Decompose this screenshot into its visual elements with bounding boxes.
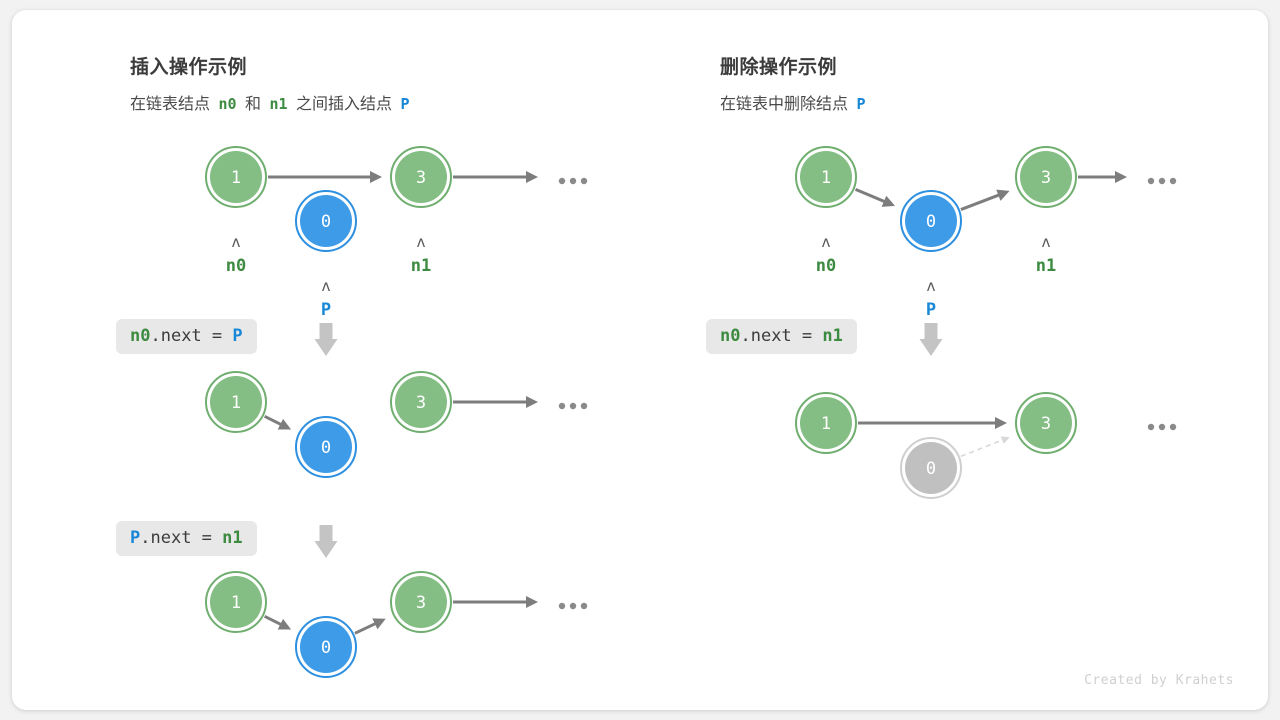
code-label-insert-2: P.next = n1 [116,521,257,556]
step-insert-1: 1 0 3 [205,323,588,478]
edge-delete-0-1-shaft [960,192,1004,211]
node-value: 1 [821,414,831,434]
diagram-card: 插入操作示例 在链表结点 n0 和 n1 之间插入结点 P 删除操作示例 在链表… [12,10,1268,710]
node-value: 1 [231,393,241,413]
edge-insert-2-0-head [277,618,292,630]
node-0: 0 [295,616,357,678]
step-down-arrow-icon [919,323,943,356]
node-3: 3 [390,371,452,433]
edge-insert-2-2-head [526,596,538,608]
code-token: n1 [822,326,843,346]
pointer-label-n1: n1 [1036,256,1056,276]
pointer-caret-icon: ʌ [321,277,330,295]
code-token: P [130,528,141,548]
pointer-caret-icon: ʌ [416,233,425,251]
subtitle-text: 在链表结点 [130,96,211,113]
node-value: 3 [416,168,426,188]
code-label-insert-1: n0.next = P [116,319,257,354]
node-value: 3 [416,593,426,613]
node-value: 0 [321,212,331,232]
code-label-delete-1: n0.next = n1 [706,319,857,354]
node-value: 1 [821,168,831,188]
node-3: 3 [390,571,452,633]
node-1: 1 [205,571,267,633]
node-0: 0 [295,190,357,252]
edge-delete-1-1-shaft [960,439,1004,458]
node-0-deleted: 0 [900,437,962,499]
node-value: 0 [926,459,936,479]
panel-delete-title: 删除操作示例 [720,57,838,78]
panel-delete: 删除操作示例 在链表中删除结点 P [602,10,1268,710]
edge-insert-1-1-head [526,396,538,408]
node-value: 0 [926,212,936,232]
edge-insert-1-0-head [277,418,292,430]
node-value: 1 [231,168,241,188]
pointer-caret-icon: ʌ [1041,233,1050,251]
step-down-arrow-icon [314,525,338,558]
pointer-label-P: P [926,300,936,320]
subtitle-text: 在链表中删除结点 [720,96,849,113]
node-value: 0 [321,638,331,658]
node-value: 1 [231,593,241,613]
panel-delete-subtitle: 在链表中删除结点 P [720,90,870,114]
node-1: 1 [205,146,267,208]
subtitle-text: 之间插入结点 [295,96,392,113]
pointer-label-n0: n0 [226,256,246,276]
ellipsis-icon [1147,177,1177,185]
edge-delete-0-2-head [1115,171,1127,183]
node-value: 0 [321,438,331,458]
node-1: 1 [795,392,857,454]
node-1: 1 [795,146,857,208]
edge-delete-0-0-shaft [854,187,890,205]
node-value: 3 [1041,414,1051,434]
node-3: 3 [1015,146,1077,208]
subtitle-token-n0: n0 [218,95,237,113]
step-insert-2: 1 0 3 [205,525,588,678]
node-1: 1 [205,371,267,433]
edge-delete-0-0-head [881,195,896,207]
ellipsis-icon [1147,423,1177,431]
panel-insert-title: 插入操作示例 [130,57,248,78]
code-token: P [232,326,243,346]
credit-text: Created by Krahets [1084,673,1234,688]
subtitle-text: 和 [244,96,261,113]
subtitle-token-P: P [856,95,866,113]
node-0: 0 [295,416,357,478]
pointer-label-n1: n1 [411,256,431,276]
node-value: 3 [416,393,426,413]
panel-insert-subtitle: 在链表结点 n0 和 n1 之间插入结点 P [130,90,413,114]
code-token: n1 [222,528,243,548]
subtitle-token-P: P [400,95,410,113]
edge-delete-1-1-head [1000,436,1010,444]
code-token: .next = [150,326,233,346]
edge-insert-0-0-head [370,171,382,183]
node-3: 3 [390,146,452,208]
panel-insert: 插入操作示例 在链表结点 n0 和 n1 之间插入结点 P [12,10,640,710]
pointer-label-P: P [321,300,331,320]
pointer-caret-icon: ʌ [821,233,830,251]
pointer-caret-icon: ʌ [231,233,240,251]
edge-insert-0-1-head [526,171,538,183]
edge-delete-1-0-head [995,417,1007,429]
node-3: 3 [1015,392,1077,454]
node-0: 0 [900,190,962,252]
code-token: .next = [740,326,823,346]
pointer-label-n0: n0 [816,256,836,276]
edge-insert-2-1-head [372,618,386,630]
code-token: n0 [130,326,151,346]
ellipsis-icon [558,177,588,185]
ellipsis-icon [558,602,588,610]
edge-delete-0-1-head [996,189,1010,201]
step-down-arrow-icon [314,323,338,356]
step-delete-1: 1 0 3 [795,323,1177,499]
subtitle-token-n1: n1 [269,95,288,113]
ellipsis-icon [558,402,588,410]
node-value: 3 [1041,168,1051,188]
pointer-caret-icon: ʌ [926,277,935,295]
code-token: n0 [720,326,741,346]
code-token: .next = [140,528,223,548]
